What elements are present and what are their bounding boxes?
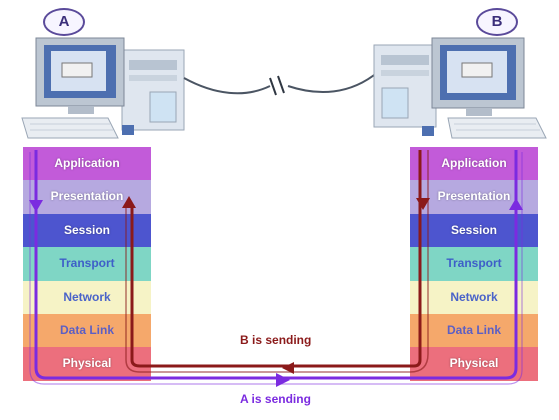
layer-data-link-a: Data Link	[23, 313, 151, 348]
computer-b-icon	[373, 37, 547, 139]
a-sending-label: A is sending	[240, 392, 311, 406]
layer-session-a: Session	[23, 213, 151, 248]
a-arrow-right	[276, 373, 290, 387]
b-sending-label: B is sending	[240, 333, 312, 347]
a-arrow-up	[509, 198, 523, 210]
a-arrow-down	[29, 200, 43, 212]
layer-physical-a: Physical	[23, 347, 151, 381]
b-arrow-down	[416, 198, 430, 210]
b-sending-path	[130, 150, 422, 368]
layer-presentation-a: Presentation	[23, 180, 151, 214]
layer-network-a: Network	[23, 280, 151, 314]
b-arrow-up	[122, 196, 136, 208]
host-a-badge: A	[43, 8, 85, 36]
host-b-badge: B	[476, 8, 518, 36]
layer-transport-a: Transport	[23, 247, 151, 281]
b-arrow-left	[282, 362, 294, 374]
cable-break-icon	[269, 75, 285, 96]
computer-a-icon	[21, 37, 185, 139]
layer-application-a: Application	[23, 147, 151, 181]
osi-stack-a: Application Presentation Session Transpo…	[23, 147, 151, 381]
